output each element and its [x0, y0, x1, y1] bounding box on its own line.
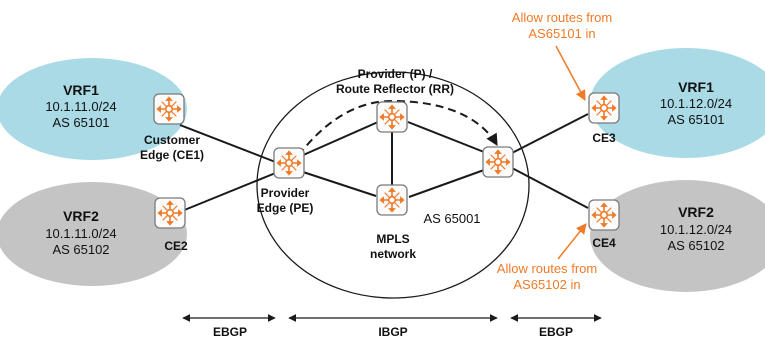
ibgp-label: IBGP [378, 325, 407, 339]
router-ce2 [154, 197, 186, 229]
vrf2-left-prefix: 10.1.11.0/24 [45, 226, 116, 241]
ce4-label: CE4 [592, 236, 616, 250]
annotation-top-line1: Allow routes from [512, 10, 612, 25]
vrf1-left-as: AS 65101 [52, 115, 109, 130]
annotation-bottom-line2: AS65102 in [513, 277, 580, 292]
link-mpls-pe2 [408, 169, 485, 198]
pe-label-line2: Edge (PE) [257, 201, 314, 215]
vrf1-right-as: AS 65101 [667, 112, 724, 127]
vrf2-left-name: VRF2 [63, 208, 99, 224]
link-ce2-pe [181, 171, 279, 212]
route-reflection-path [290, 99, 498, 167]
router-rr [376, 101, 408, 133]
pe-label-line1: Provider [261, 186, 310, 200]
vrf1-right-site [590, 48, 765, 158]
link-pe2-ce4 [511, 167, 589, 209]
router-icon [376, 101, 408, 133]
vrf1-right-prefix: 10.1.12.0/24 [660, 96, 732, 111]
router-icon [154, 197, 186, 229]
vrf1-right-name: VRF1 [678, 79, 714, 95]
router-mpls [376, 184, 408, 216]
vrf2-right-site [590, 180, 765, 292]
vrf1-left-name: VRF1 [63, 82, 99, 98]
router-ce4 [588, 199, 620, 231]
vrf1-left-site [0, 58, 187, 160]
annotation-top-arrow [555, 45, 586, 101]
annotation-bottom-arrow [557, 223, 587, 260]
vrf2-right-name: VRF2 [678, 204, 714, 220]
router-pe [273, 147, 305, 179]
vrf2-right-prefix: 10.1.12.0/24 [660, 222, 732, 237]
router-icon [588, 92, 620, 124]
link-ce1-pe [179, 124, 279, 164]
rr-label-line2: Route Reflector (RR) [336, 82, 454, 96]
router-pe2 [482, 146, 514, 178]
provider-core-boundary [256, 71, 530, 299]
router-icon [376, 184, 408, 216]
annotation-top-line2: AS65101 in [528, 26, 595, 41]
link-pe2-ce3 [511, 113, 589, 154]
router-icon [153, 93, 185, 125]
core-as-label: AS 65001 [423, 211, 480, 226]
ce2-label: CE2 [164, 239, 188, 253]
vrf2-left-site [0, 182, 187, 286]
router-icon [273, 147, 305, 179]
mpls-label-line1: MPLS [376, 232, 409, 246]
mpls-label-line2: network [370, 247, 416, 261]
link-rr-pe2 [407, 121, 485, 153]
ebgp-left-label: EBGP [213, 325, 247, 339]
rr-label-line1: Provider (P) / [358, 67, 433, 81]
annotation-bottom-line1: Allow routes from [497, 261, 597, 276]
ce3-label: CE3 [592, 131, 616, 145]
vrf2-left-as: AS 65102 [52, 242, 109, 257]
router-ce1 [153, 93, 185, 125]
router-icon [482, 146, 514, 178]
router-icon [588, 199, 620, 231]
vrf2-right-as: AS 65102 [667, 238, 724, 253]
link-pe-mpls [299, 170, 377, 197]
link-pe-rr [300, 121, 379, 157]
ce1-label-line1: Customer [144, 133, 200, 147]
vrf1-left-prefix: 10.1.11.0/24 [45, 99, 116, 114]
ce1-label-line2: Edge (CE1) [140, 148, 204, 162]
router-ce3 [588, 92, 620, 124]
ebgp-right-label: EBGP [539, 325, 573, 339]
